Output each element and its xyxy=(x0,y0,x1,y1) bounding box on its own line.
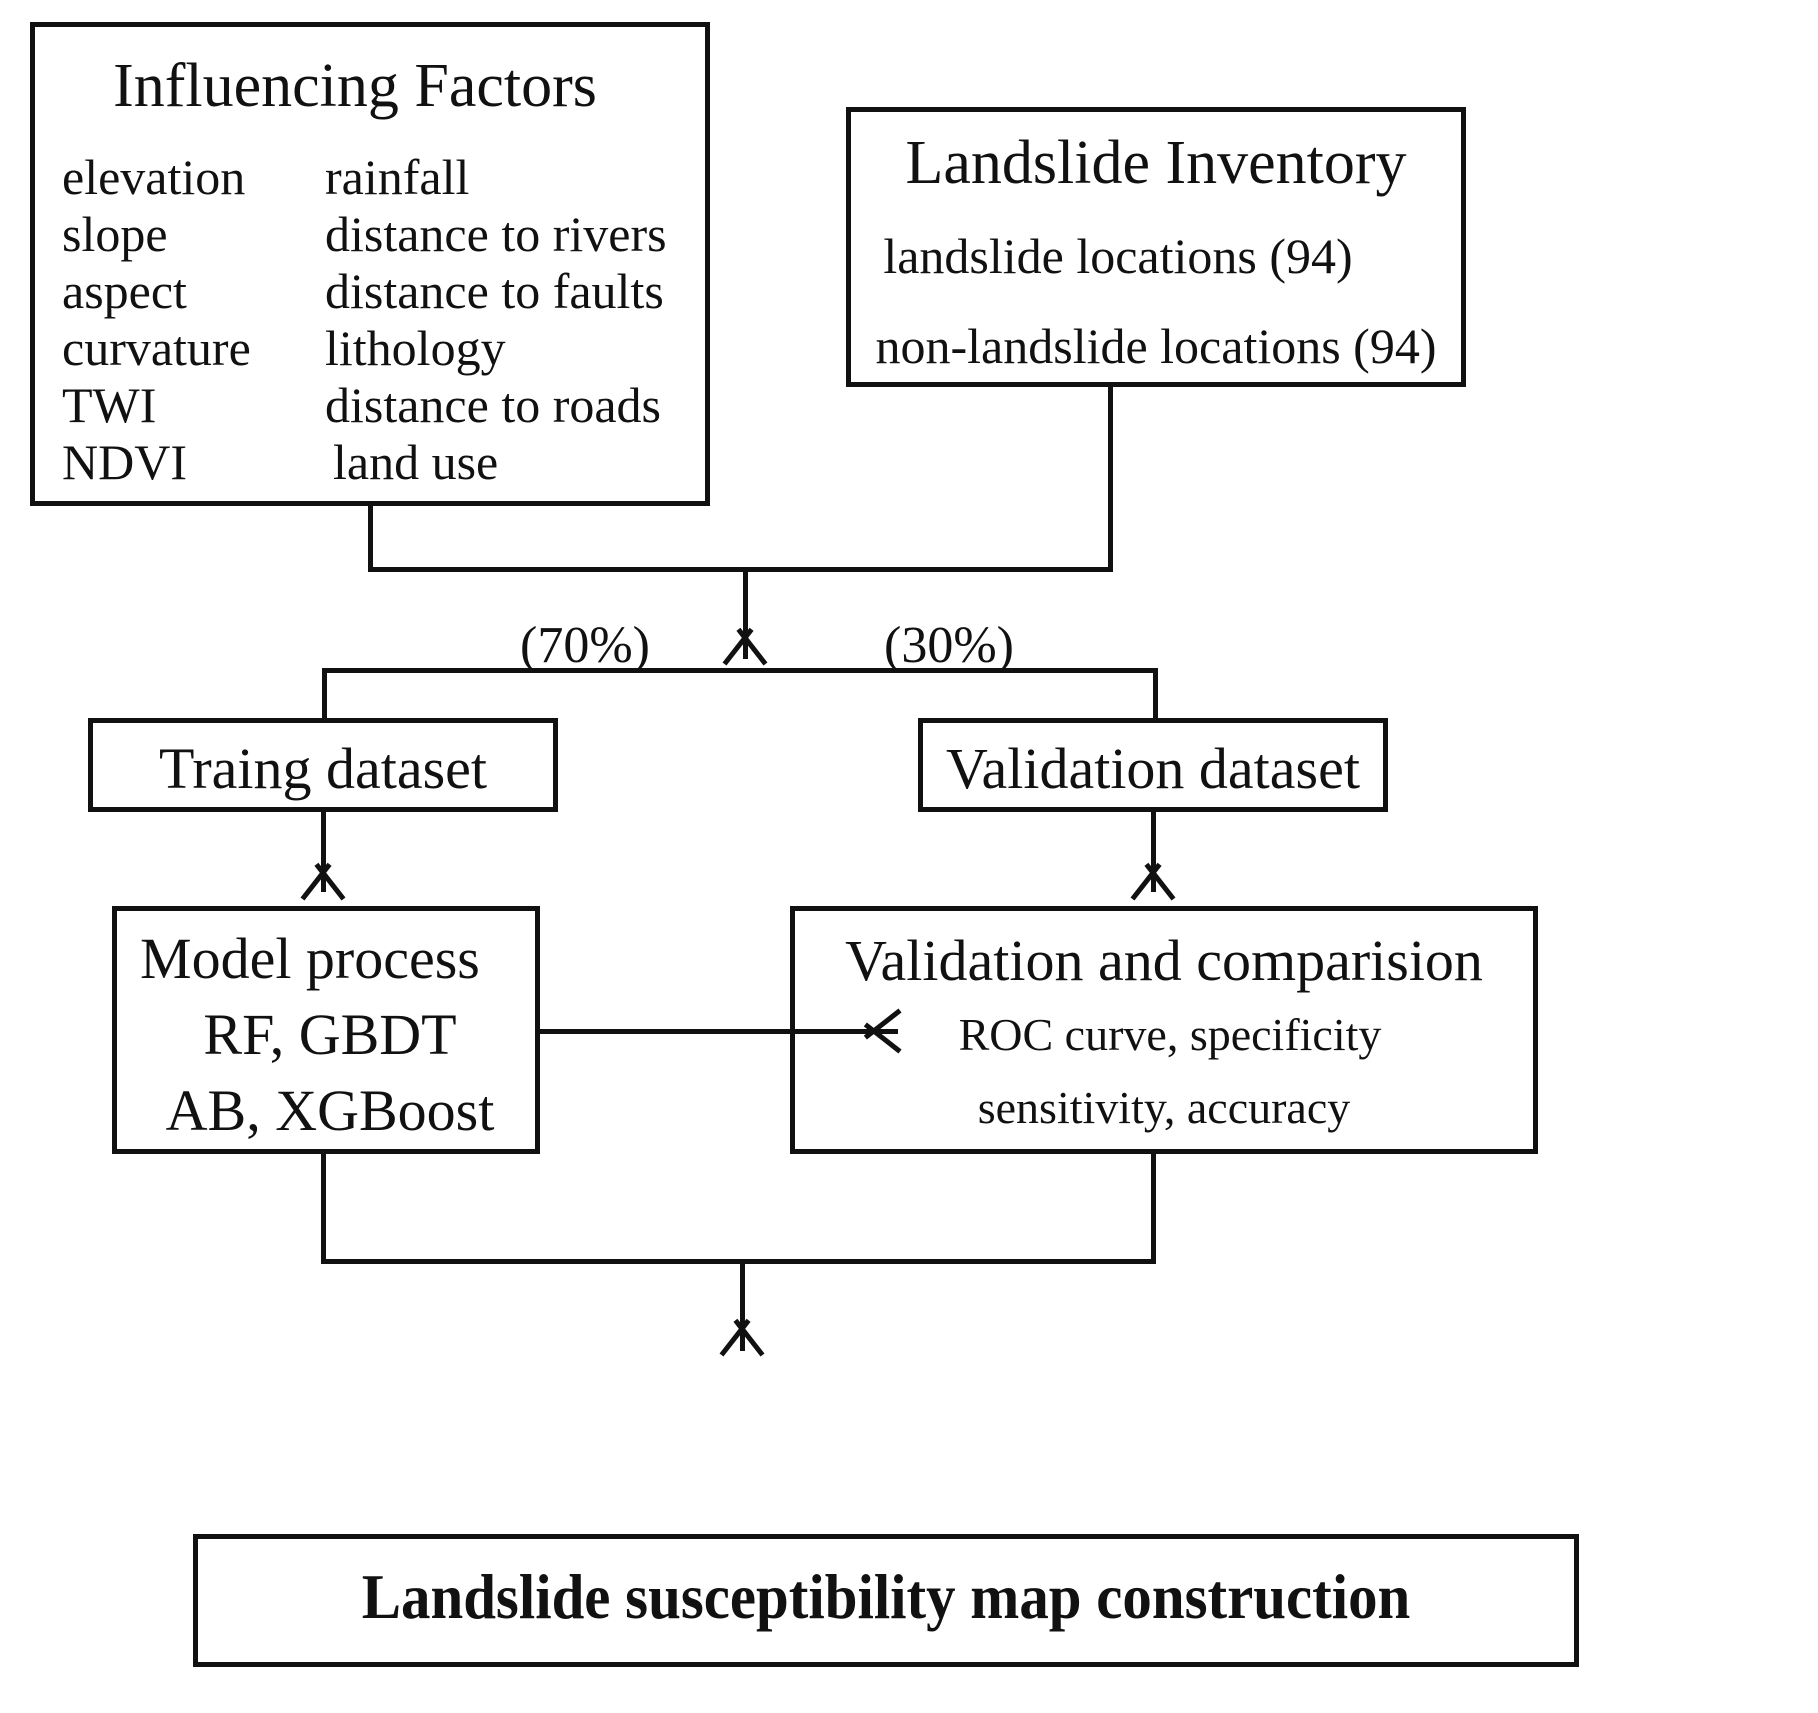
influencing-factor-lithology: lithology xyxy=(325,320,506,376)
landslide-inventory-line-locations: landslide locations (94) xyxy=(883,228,1353,284)
model-process-line-rf-gbdt: RF, GBDT xyxy=(203,1002,457,1067)
arrowhead-validation-to-comparison xyxy=(1130,855,1176,901)
influencing-factor-ndvi: NDVI xyxy=(62,434,187,490)
connector-split-left-leg xyxy=(322,668,327,721)
split-label-train: (70%) xyxy=(520,617,650,674)
validation-dataset-label: Validation dataset xyxy=(946,736,1360,801)
model-process-line-ab-xgboost: AB, XGBoost xyxy=(165,1078,495,1143)
output-label: Landslide susceptibility map constructio… xyxy=(361,1561,1411,1632)
connector-bottom-shaft xyxy=(740,1259,745,1351)
influencing-factor-elevation: elevation xyxy=(62,149,246,205)
influencing-factor-twi: TWI xyxy=(62,377,157,433)
validation-dataset-box xyxy=(918,718,1388,812)
influencing-factor-distance-to-rivers: distance to rivers xyxy=(325,206,667,262)
training-dataset-box xyxy=(88,718,558,812)
influencing-factor-rainfall: rainfall xyxy=(325,149,470,205)
connector-validation-to-comparison xyxy=(1151,812,1156,892)
influencing-factor-land-use: land use xyxy=(333,434,499,490)
influencing-factor-slope: slope xyxy=(62,206,168,262)
connector-merge-shaft xyxy=(743,567,748,659)
influencing-factors-title: Influencing Factors xyxy=(113,52,597,120)
model-process-box xyxy=(112,906,540,1154)
connector-training-to-model xyxy=(321,812,326,892)
influencing-factor-distance-to-roads: distance to roads xyxy=(325,377,662,433)
model-process-title: Model process xyxy=(140,926,480,991)
connector-model-to-comparison xyxy=(540,1029,898,1034)
arrowhead-bottom-to-output xyxy=(719,1311,765,1357)
connector-split-right-leg xyxy=(1153,668,1158,721)
validation-comparison-box xyxy=(790,906,1538,1154)
arrowhead-training-to-model xyxy=(300,855,346,901)
connector-bottom-merge-bar xyxy=(321,1259,1156,1264)
connector-merge-bar xyxy=(368,567,1113,572)
influencing-factor-distance-to-faults: distance to faults xyxy=(325,263,664,319)
training-dataset-label: Traing dataset xyxy=(158,736,488,801)
landslide-inventory-line-non-locations: non-landslide locations (94) xyxy=(875,318,1437,374)
connector-factors-down xyxy=(368,506,373,572)
split-label-validation: (30%) xyxy=(884,617,1014,674)
validation-comparison-title: Validation and comparision xyxy=(845,928,1483,993)
connector-comparison-down xyxy=(1151,1154,1156,1264)
connector-model-down xyxy=(321,1154,326,1264)
landslide-inventory-box xyxy=(846,107,1466,387)
landslide-inventory-title: Landslide Inventory xyxy=(905,129,1407,197)
arrowhead-merge-to-split xyxy=(722,620,768,666)
connector-inventory-down xyxy=(1108,387,1113,572)
validation-comparison-line-sensitivity: sensitivity, accuracy xyxy=(977,1082,1351,1133)
connector-split-bar xyxy=(322,668,1158,673)
arrowhead-model-to-comparison xyxy=(856,1008,902,1054)
influencing-factor-curvature: curvature xyxy=(62,320,251,376)
validation-comparison-line-roc: ROC curve, specificity xyxy=(958,1009,1382,1060)
output-box xyxy=(193,1534,1579,1667)
influencing-factor-aspect: aspect xyxy=(62,263,187,319)
influencing-factors-box xyxy=(30,22,710,506)
